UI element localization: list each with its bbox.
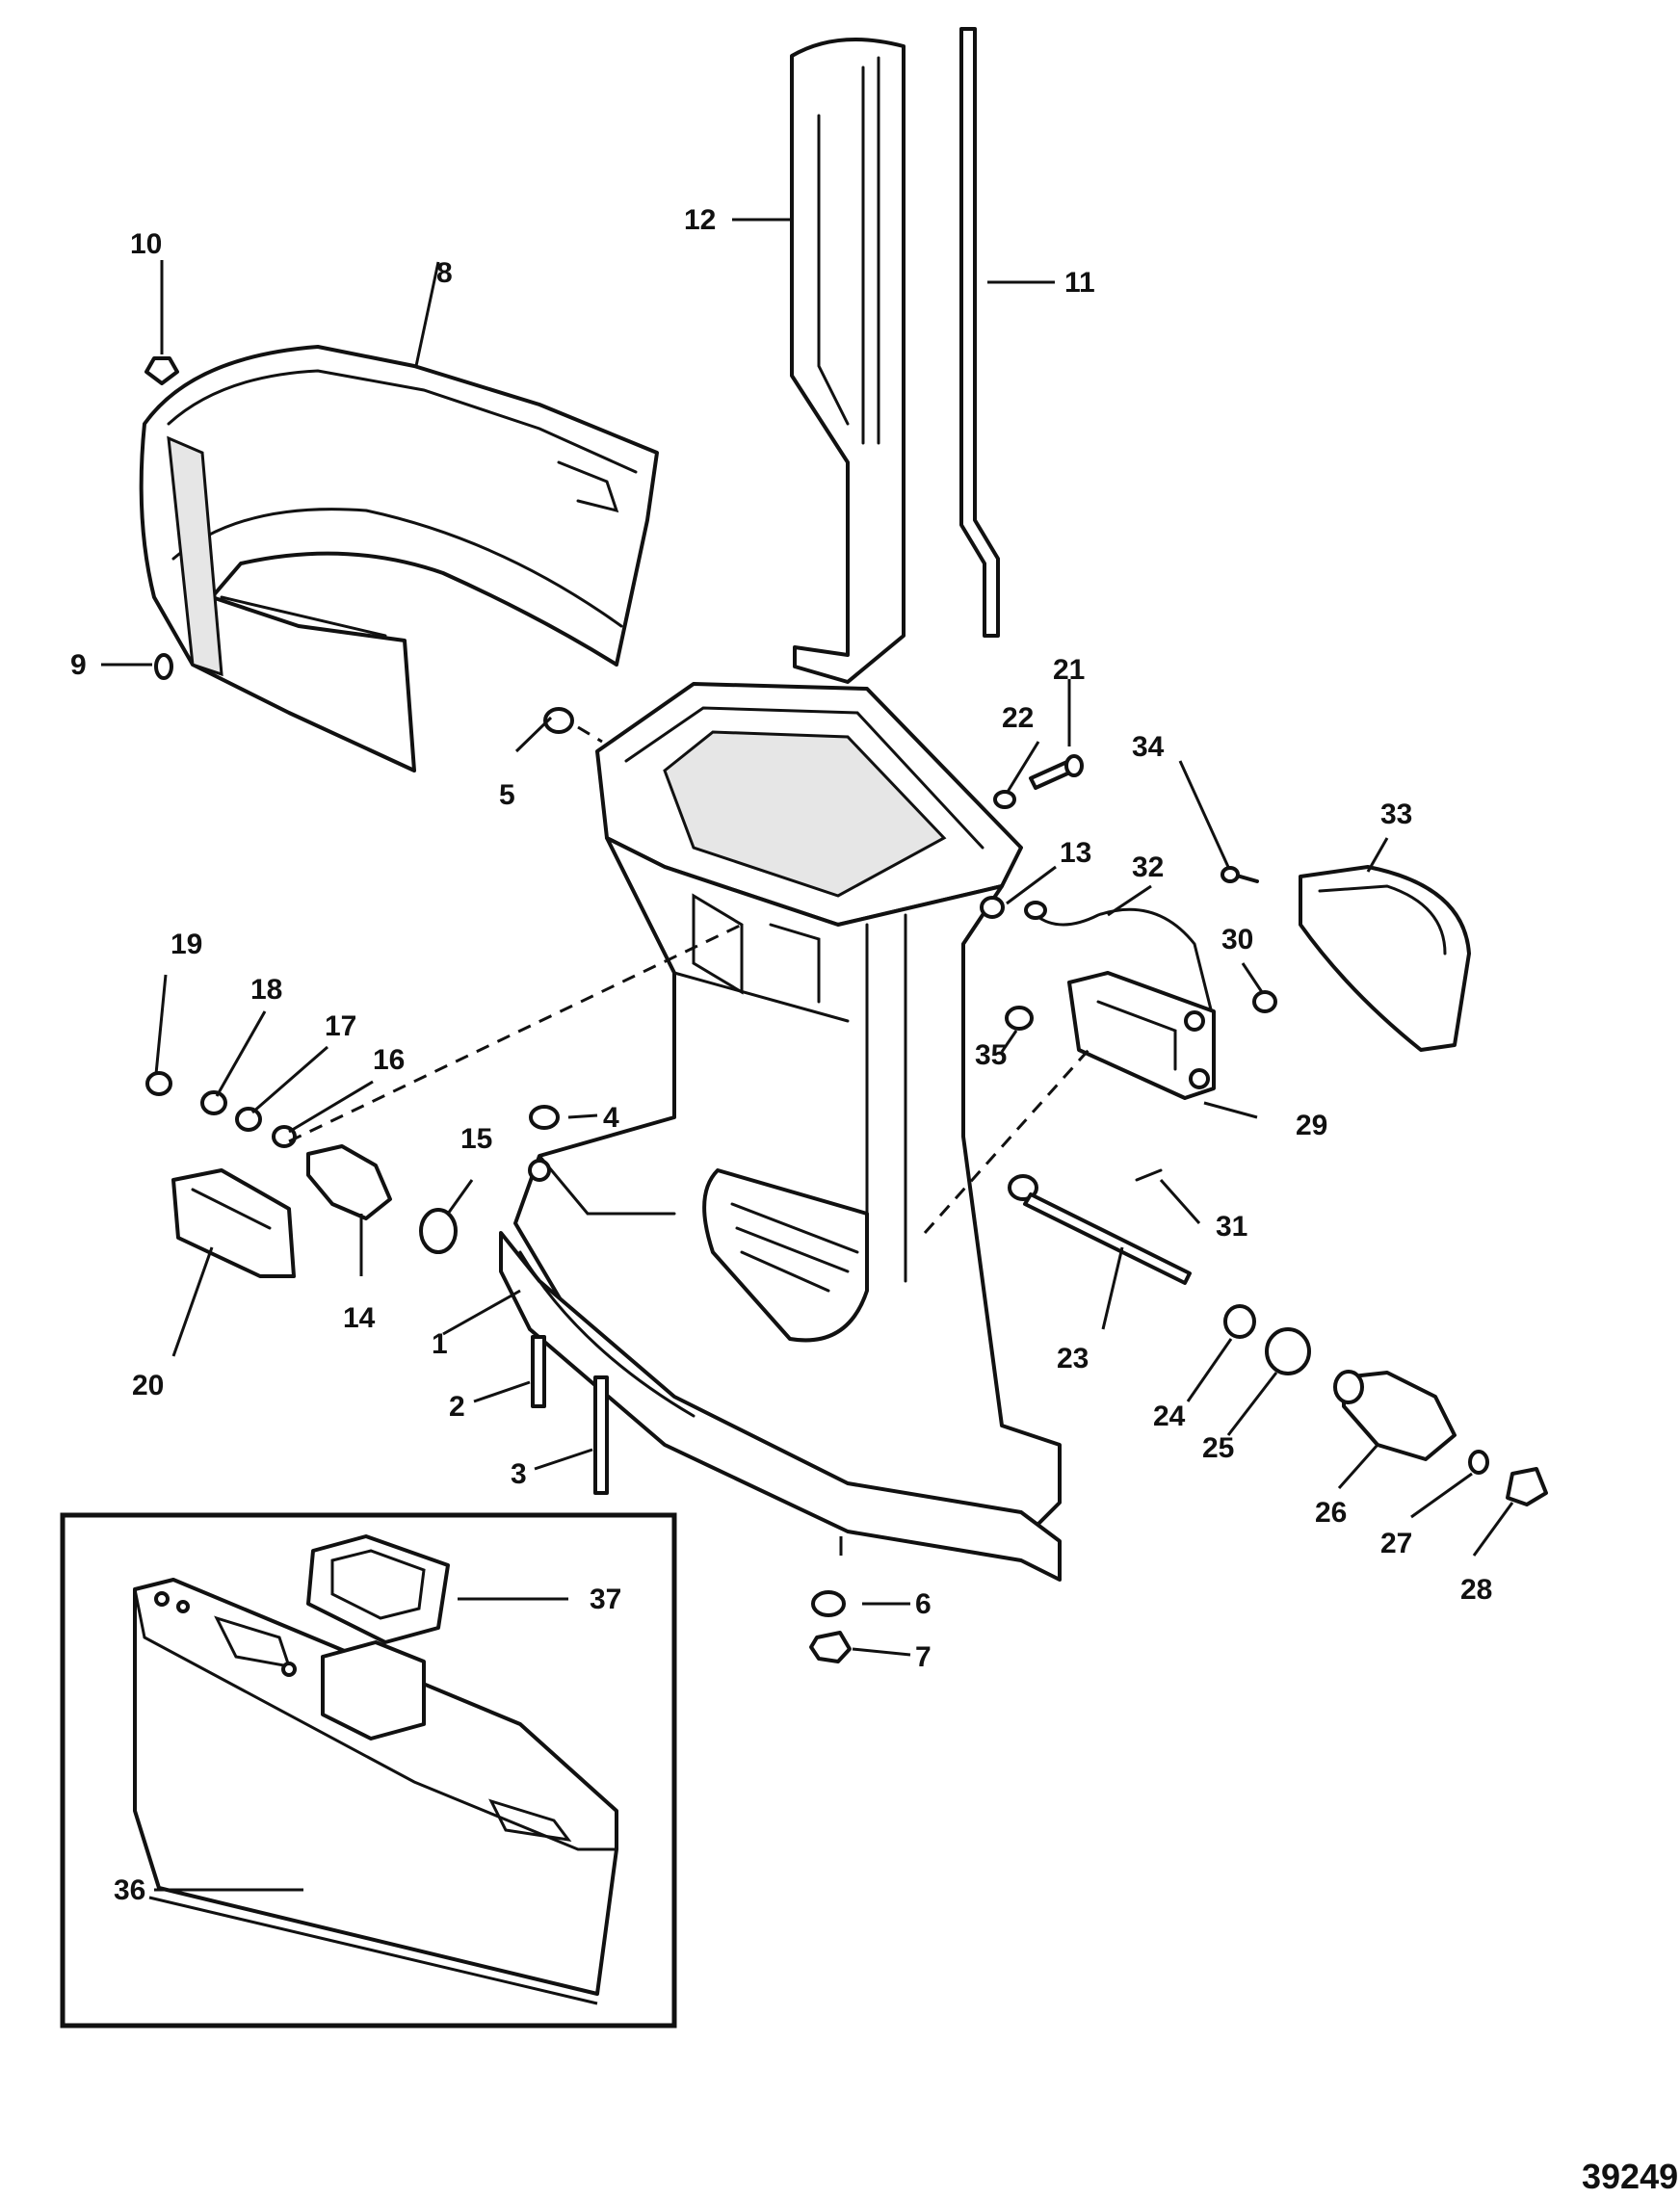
callout-13: 13	[1060, 837, 1091, 869]
screw-9	[101, 653, 173, 680]
plug-5	[543, 707, 574, 734]
callout-28: 28	[1460, 1574, 1492, 1606]
alignment-line-flange	[577, 725, 603, 744]
lower-chaps-shroud	[139, 345, 659, 772]
alignment-line-left	[288, 923, 743, 1143]
callout-25: 25	[1202, 1432, 1234, 1464]
callout-4: 4	[603, 1102, 619, 1134]
callout-37: 37	[590, 1584, 621, 1615]
leader-lines	[154, 218, 1514, 1657]
callout-8: 8	[436, 257, 453, 289]
mount-14	[306, 1144, 392, 1220]
callout-7: 7	[915, 1641, 932, 1673]
callout-3: 3	[511, 1458, 527, 1490]
callout-22: 22	[1002, 702, 1034, 734]
callout-34: 34	[1132, 731, 1165, 763]
inset-panel	[60, 1512, 677, 2029]
callout-29: 29	[1296, 1110, 1327, 1141]
nut-13	[980, 896, 1005, 919]
callout-20: 20	[132, 1370, 164, 1401]
washer-18	[200, 1090, 227, 1115]
washer-6	[811, 1590, 846, 1617]
bolt-21	[1029, 754, 1084, 790]
cover-33	[1299, 865, 1471, 1052]
callout-23: 23	[1057, 1343, 1089, 1374]
washer-25	[1265, 1327, 1311, 1375]
strap-eyelet	[1024, 901, 1047, 920]
callout-21: 21	[1053, 654, 1085, 686]
bracket-20	[171, 1168, 296, 1278]
washer-17	[235, 1107, 262, 1132]
tank-36	[133, 1578, 618, 2005]
nut-35	[1005, 1006, 1034, 1031]
driveshaft-housing-tube	[790, 37, 906, 684]
driveshaft-housing	[499, 682, 1062, 1582]
callout-14: 14	[343, 1302, 376, 1334]
nut-28	[1506, 1467, 1548, 1506]
callout-16: 16	[373, 1044, 405, 1076]
nut-19	[145, 1071, 172, 1096]
long-bolt-23	[1008, 1174, 1192, 1285]
stud-2	[531, 1335, 546, 1408]
mount-26	[1333, 1370, 1457, 1461]
plate-assembly-29	[1067, 971, 1216, 1100]
callout-36: 36	[114, 1874, 145, 1906]
callout-2: 2	[449, 1391, 465, 1423]
nut-7	[809, 1631, 852, 1663]
plug-4	[529, 1105, 560, 1130]
plug-fastener-10	[144, 260, 179, 385]
stud-3	[593, 1375, 609, 1495]
diagram-id: 39249	[1582, 2157, 1678, 2196]
gasket-37	[306, 1534, 450, 1644]
callout-31: 31	[1216, 1211, 1247, 1243]
callout-24: 24	[1153, 1401, 1186, 1432]
callout-26: 26	[1315, 1497, 1347, 1529]
callout-11: 11	[1064, 267, 1095, 299]
callout-15: 15	[460, 1123, 492, 1155]
washer-22	[993, 790, 1016, 809]
callout-9: 9	[70, 649, 87, 681]
screw-34	[1221, 866, 1259, 883]
washer-15	[419, 1208, 458, 1254]
callout-27: 27	[1380, 1528, 1412, 1559]
callout-19: 19	[171, 929, 202, 960]
callout-6: 6	[915, 1588, 932, 1620]
callout-12: 12	[684, 204, 716, 236]
ground-strap-32	[1034, 907, 1216, 1023]
callout-35: 35	[975, 1039, 1007, 1071]
callout-18: 18	[250, 974, 282, 1006]
washer-27	[1468, 1450, 1489, 1475]
callout-32: 32	[1132, 851, 1164, 883]
callout-33: 33	[1380, 798, 1412, 830]
spring-31	[1135, 1168, 1163, 1182]
washer-24	[1223, 1304, 1256, 1339]
callout-1: 1	[432, 1328, 448, 1360]
alignment-line-right	[923, 1048, 1090, 1235]
screw-30	[1252, 990, 1277, 1013]
callout-labels: 1 2 3 4 5 6 7 8 9 10 11 12 13 14 15 16 1…	[70, 204, 1678, 2196]
callout-5: 5	[499, 779, 515, 811]
water-tube	[959, 27, 1000, 638]
callout-30: 30	[1221, 924, 1253, 956]
callout-10: 10	[130, 228, 162, 260]
callout-17: 17	[325, 1010, 356, 1042]
